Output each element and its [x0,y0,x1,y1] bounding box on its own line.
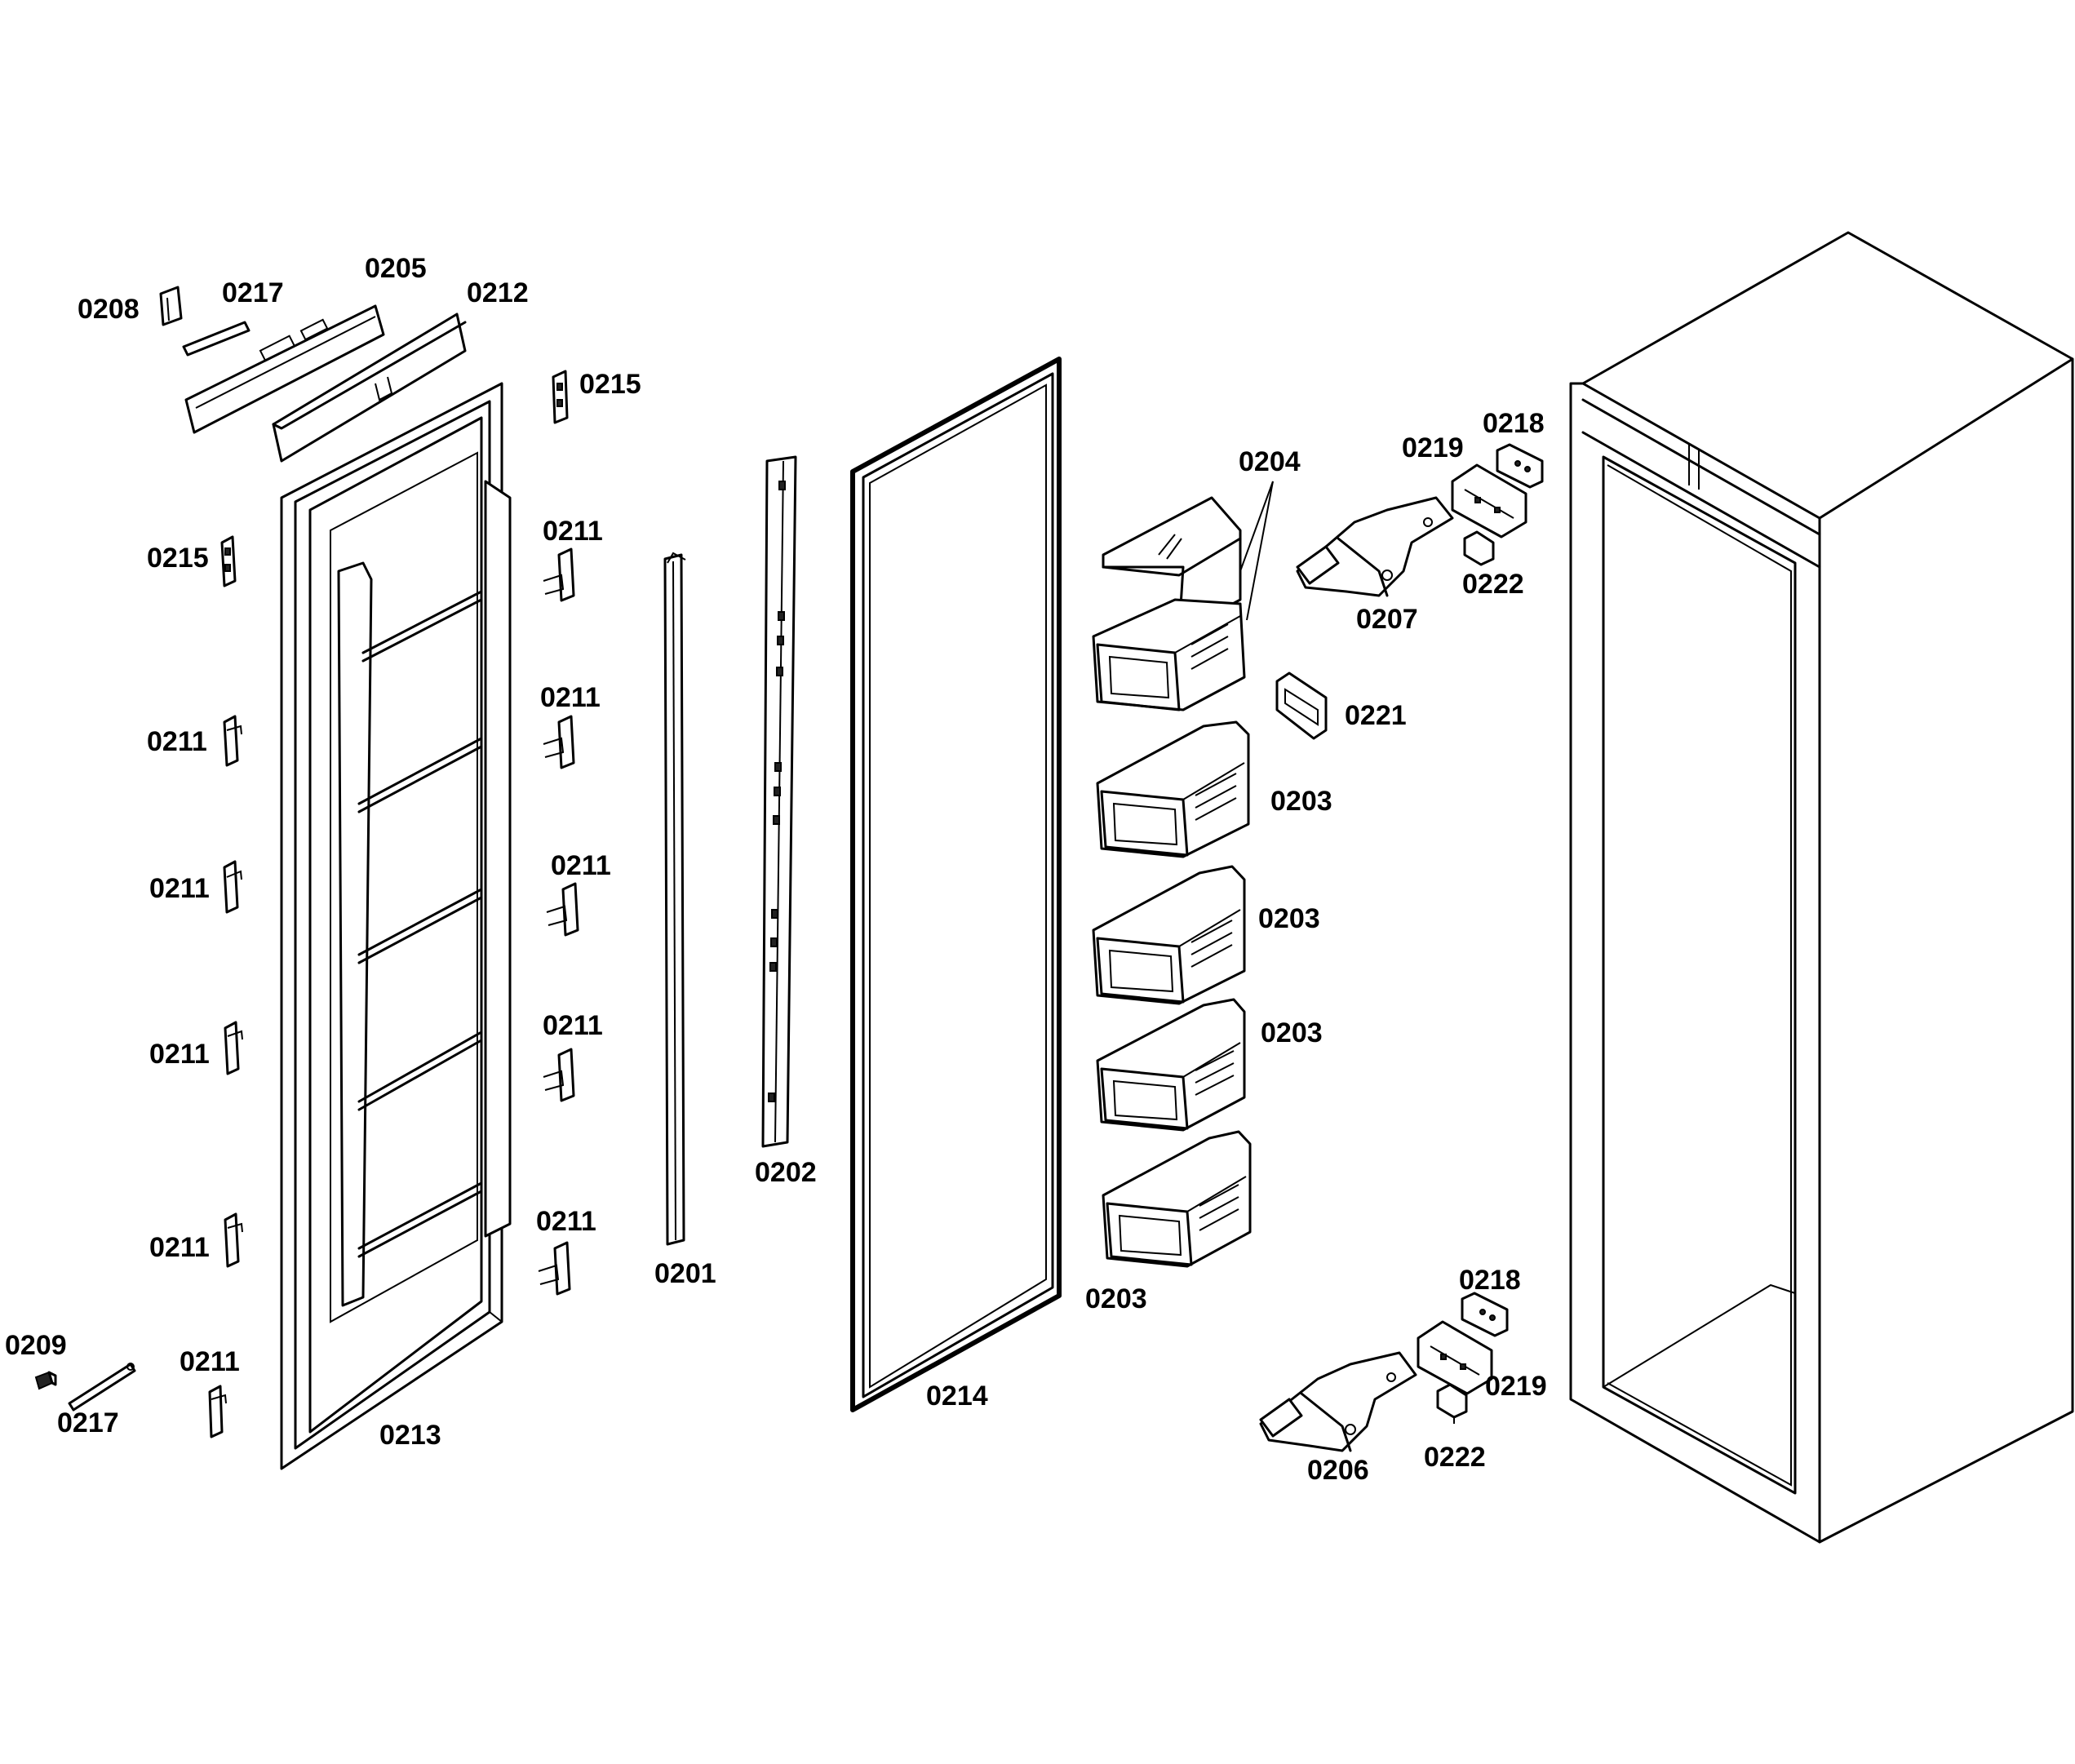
bracket-0219-bottom[interactable] [1417,1320,1493,1395]
basket-0203-2[interactable] [1092,865,1246,1005]
part-0218-top[interactable] [1496,443,1544,489]
door-panel-0213[interactable] [280,382,512,1470]
part-0205[interactable] [184,304,385,434]
part-0222-top[interactable] [1463,530,1495,566]
label-0201: 0201 [654,1258,716,1289]
label-0222-top: 0222 [1462,569,1524,600]
label-0205: 0205 [365,253,427,284]
door-gasket-0214[interactable] [850,357,1062,1412]
basket-0203-top[interactable] [1092,598,1246,711]
label-0215-left: 0215 [147,543,209,574]
label-0208: 0208 [78,294,140,325]
part-0211-right-1[interactable] [543,547,575,602]
label-0213: 0213 [379,1420,441,1451]
part-0218-bottom[interactable] [1461,1292,1509,1337]
label-0219-top: 0219 [1402,432,1464,463]
label-0207: 0207 [1356,604,1418,635]
part-0221[interactable] [1275,671,1328,740]
part-0211-left-3[interactable] [224,1021,243,1075]
part-0217-top[interactable] [182,321,251,357]
basket-0203-1[interactable] [1096,720,1250,858]
hinge-0206[interactable] [1259,1351,1417,1452]
label-0215-top: 0215 [579,369,641,400]
part-0215-top[interactable] [552,370,569,424]
label-0206: 0206 [1307,1455,1369,1486]
part-0212[interactable] [272,312,467,463]
label-0211-right-5: 0211 [536,1206,596,1237]
part-0217-bottom[interactable] [68,1363,136,1412]
leader-lines [1239,481,1455,1424]
part-0202[interactable] [761,455,797,1148]
label-0218-top: 0218 [1483,408,1545,439]
label-0211-right-4: 0211 [543,1010,603,1041]
label-0211-left-4: 0211 [149,1232,210,1263]
part-0211-right-2[interactable] [543,715,575,769]
part-0211-right-5[interactable] [538,1241,571,1296]
part-0211-left-2[interactable] [223,860,242,914]
label-0214: 0214 [926,1381,988,1412]
label-0211-left-3: 0211 [149,1039,210,1070]
label-0211-right-2: 0211 [540,682,601,713]
label-0211-left-5: 0211 [180,1346,240,1377]
basket-0203-3[interactable] [1096,998,1246,1132]
part-0209[interactable] [34,1371,57,1390]
basket-0203-4[interactable] [1102,1130,1252,1268]
part-0211-left-5[interactable] [208,1385,227,1438]
label-0211-left-2: 0211 [149,873,210,904]
refrigerator-cabinet [1569,231,2074,1544]
label-0209: 0209 [5,1330,67,1361]
label-0218-bottom: 0218 [1459,1265,1521,1296]
part-0211-left-4[interactable] [224,1212,243,1268]
label-0203-1: 0203 [1270,786,1332,817]
part-0222-bottom[interactable] [1436,1383,1468,1419]
bracket-0219-top[interactable] [1451,463,1527,539]
part-0211-right-3[interactable] [546,882,579,937]
label-0211-left-1: 0211 [147,726,207,757]
part-0201[interactable] [663,552,686,1246]
label-0203-2: 0203 [1258,903,1320,934]
label-0211-right-3: 0211 [551,850,611,881]
label-0221: 0221 [1345,700,1407,731]
label-0204: 0204 [1239,446,1301,477]
part-0215-left[interactable] [220,535,237,587]
part-0208[interactable] [159,286,183,326]
label-0203-3: 0203 [1261,1017,1323,1048]
label-0217-top: 0217 [222,277,284,308]
part-0211-left-1[interactable] [223,715,242,767]
label-0219-bottom: 0219 [1485,1371,1547,1402]
label-0222-bottom: 0222 [1424,1442,1486,1473]
label-0211-right-1: 0211 [543,516,603,547]
label-0212: 0212 [467,277,529,308]
label-0217-bottom: 0217 [57,1407,119,1438]
part-labels: 0208 0217 0205 0212 0215 0215 0211 0211 … [5,253,1547,1486]
label-0203-4: 0203 [1085,1283,1147,1314]
hinge-0207[interactable] [1296,496,1454,597]
label-0202: 0202 [755,1157,817,1188]
part-0211-right-4[interactable] [543,1048,575,1102]
